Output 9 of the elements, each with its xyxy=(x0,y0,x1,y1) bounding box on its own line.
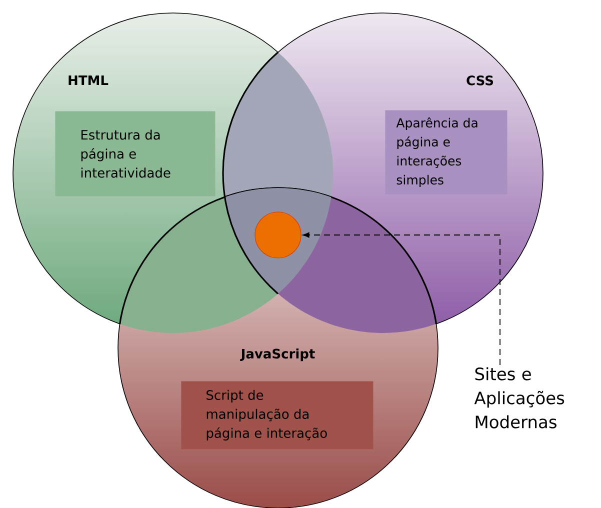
circle-heading: HTML xyxy=(68,76,108,85)
sphere xyxy=(254,212,302,258)
arrow xyxy=(302,232,500,366)
text-box: Aparência da página e interações simples xyxy=(385,110,508,194)
circle-heading: JavaScript xyxy=(240,348,315,362)
text-box: Script de manipulação da página e interação xyxy=(181,381,374,450)
circle-heading: CSS xyxy=(466,76,494,86)
text-box: Estrutura da página e interatividade xyxy=(55,111,216,196)
callout-text: Sites e Aplicações Modernas xyxy=(474,367,564,428)
